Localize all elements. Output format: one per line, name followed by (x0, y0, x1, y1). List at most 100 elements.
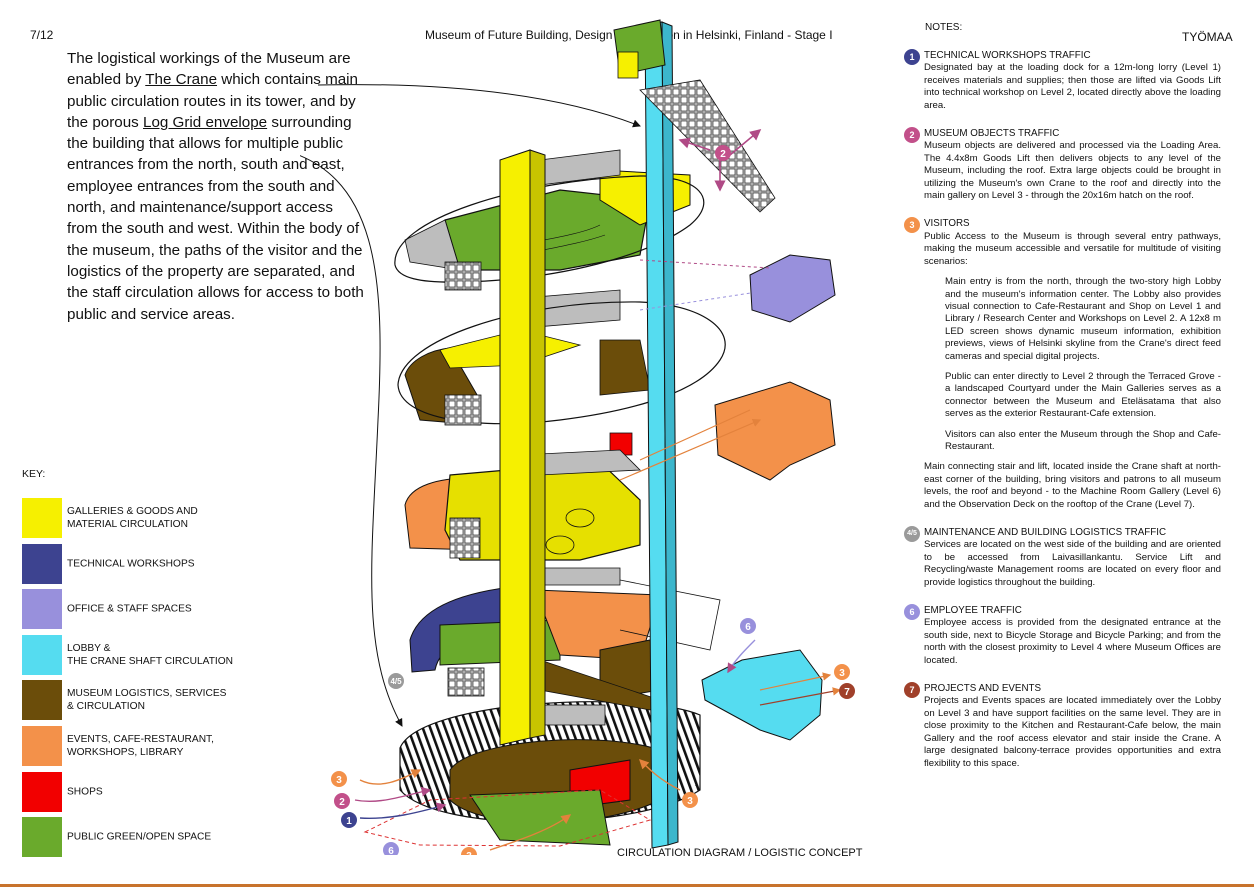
marker-2-top: 2 (715, 145, 731, 161)
page-number: 7/12 (30, 28, 54, 42)
note-badge: 3 (904, 217, 920, 234)
note-projects-events: 7 PROJECTS AND EVENTS Projects and Event… (904, 682, 1221, 770)
note-maintenance: 4/5 MAINTENANCE AND BUILDING LOGISTICS T… (904, 526, 1221, 589)
legend-swatch (22, 498, 62, 538)
note-text: Employee access is provided from the des… (924, 617, 1221, 666)
note-text: Public Access to the Museum is through s… (924, 230, 1221, 267)
legend-swatch (22, 817, 62, 858)
note-technical-workshops: 1 TECHNICAL WORKSHOPS TRAFFIC Designated… (904, 49, 1221, 112)
legend-item-office: OFFICE & STAFF SPACES (22, 589, 282, 630)
note-subtext: Main connecting stair and lift, located … (924, 461, 1221, 510)
marker-label: 3 (839, 668, 845, 679)
note-title: VISITORS (924, 218, 970, 230)
log-grid-link: Log Grid envelope (143, 113, 268, 131)
legend-item-green-space: PUBLIC GREEN/OPEN SPACE (22, 817, 282, 858)
marker-7: 7 (839, 683, 855, 699)
circulation-arrows (354, 128, 842, 851)
marker-6-right: 6 (740, 618, 756, 634)
note-badge: 6 (904, 604, 920, 621)
events-block (714, 381, 836, 481)
note-text: Projects and Events spaces are located i… (924, 695, 1221, 769)
legend-swatch (22, 589, 62, 630)
intro-paragraph: The logistical workings of the Museum ar… (67, 48, 367, 325)
legend-swatch (22, 543, 62, 584)
diagram-caption: CIRCULATION DIAGRAM / LOGISTIC CONCEPT (617, 847, 863, 859)
goods-lift-core (499, 149, 546, 746)
office-block (749, 254, 836, 323)
marker-label: 3 (687, 796, 693, 807)
crane-leader-line (317, 84, 641, 128)
notes-title: NOTES: (925, 22, 963, 33)
studio-name: TYÖMAA (1182, 30, 1233, 44)
marker-label: 4/5 (390, 677, 402, 686)
legend: KEY: GALLERIES & GOODS AND MATERIAL CIRC… (22, 468, 282, 863)
legend-item-lobby: LOBBY & THE CRANE SHAFT CIRCULATION (22, 634, 282, 675)
marker-label: 3 (466, 851, 472, 855)
legend-label: LOBBY & THE CRANE SHAFT CIRCULATION (67, 642, 234, 667)
crane-top (613, 19, 776, 213)
note-text: Designated bay at the loading dock for a… (924, 62, 1221, 111)
legend-item-galleries: GALLERIES & GOODS AND MATERIAL CIRCULATI… (22, 498, 282, 538)
marker-label: 6 (745, 622, 751, 633)
legend-label: OFFICE & STAFF SPACES (67, 603, 192, 615)
crane-shaft (644, 21, 679, 849)
marker-label: 7 (844, 687, 850, 698)
note-badge: 4/5 (904, 526, 920, 542)
ground-level (363, 667, 701, 847)
note-title: MAINTENANCE AND BUILDING LOGISTICS TRAFF… (924, 527, 1167, 538)
intro-text-2: which contains main public circulation r… (67, 71, 359, 131)
note-subtext: Public can enter directly to Level 2 thr… (945, 370, 1221, 420)
legend-item-shops: SHOPS (22, 771, 282, 812)
note-subtext: Main entry is from the north, through th… (945, 276, 1221, 362)
legend-label: EVENTS, CAFE-RESTAURANT, WORKSHOPS, LIBR… (67, 733, 214, 758)
marker-3-left: 3 (331, 771, 347, 787)
note-subtext: Visitors can also enter the Museum throu… (945, 428, 1221, 452)
marker-1: 1 (341, 812, 357, 828)
note-badge: 1 (904, 49, 920, 65)
level-5 (394, 149, 705, 291)
legend-label: GALLERIES & GOODS AND MATERIAL CIRCULATI… (67, 506, 198, 530)
circulation-diagram: 2 3 7 6 4/5 3 2 1 6 3 3 (300, 19, 855, 855)
marker-3-bottom: 3 (461, 847, 477, 855)
legend-label: PUBLIC GREEN/OPEN SPACE (67, 831, 212, 843)
legend-item-logistics: MUSEUM LOGISTICS, SERVICES & CIRCULATION (22, 680, 282, 721)
note-museum-objects: 2 MUSEUM OBJECTS TRAFFIC Museum objects … (904, 127, 1221, 202)
marker-label: 6 (388, 846, 394, 855)
marker-label: 2 (339, 797, 345, 808)
marker-label: 2 (720, 149, 726, 160)
bottom-rule (0, 884, 1254, 887)
note-employee: 6 EMPLOYEE TRAFFIC Employee access is pr… (904, 604, 1221, 667)
legend-title: KEY: (22, 468, 46, 480)
legend-swatch (22, 680, 62, 721)
notes-panel: NOTES: 1 TECHNICAL WORKSHOPS TRAFFIC Des… (904, 22, 1221, 786)
marker-2-bottom: 2 (334, 793, 350, 809)
level-4 (397, 289, 726, 426)
note-visitors: 3 VISITORS Public Access to the Museum i… (904, 217, 1221, 511)
legend-label: MUSEUM LOGISTICS, SERVICES & CIRCULATION (67, 688, 227, 713)
marker-label: 3 (336, 775, 342, 786)
note-title: TECHNICAL WORKSHOPS TRAFFIC (924, 50, 1091, 61)
note-badge: 2 (904, 127, 920, 144)
crane-link: The Crane (145, 71, 218, 89)
legend-swatch (22, 725, 62, 766)
marker-45: 4/5 (388, 673, 404, 689)
note-title: PROJECTS AND EVENTS (924, 683, 1042, 695)
marker-3-mid: 3 (682, 792, 698, 808)
legend-item-events: EVENTS, CAFE-RESTAURANT, WORKSHOPS, LIBR… (22, 725, 282, 766)
note-title: EMPLOYEE TRAFFIC (924, 605, 1022, 617)
legend-label: TECHNICAL WORKSHOPS (67, 558, 195, 570)
legend-swatch (22, 634, 62, 675)
intro-text-3: surrounding the building that allows for… (67, 113, 364, 323)
legend-item-technical-workshops: TECHNICAL WORKSHOPS (22, 543, 282, 584)
note-badge: 7 (904, 682, 920, 699)
legend-label: SHOPS (67, 786, 103, 798)
marker-6-bottom: 6 (383, 842, 399, 855)
lobby-block (701, 649, 823, 741)
marker-label: 1 (346, 816, 352, 827)
intro-text-1: The logistical workings of the Museum ar… (67, 50, 351, 89)
marker-3-right: 3 (834, 664, 850, 680)
legend-swatch (22, 771, 62, 812)
log-grid-leader-line (300, 155, 403, 727)
note-title: MUSEUM OBJECTS TRAFFIC (924, 128, 1060, 140)
note-text: Museum objects are delivered and process… (924, 140, 1221, 202)
